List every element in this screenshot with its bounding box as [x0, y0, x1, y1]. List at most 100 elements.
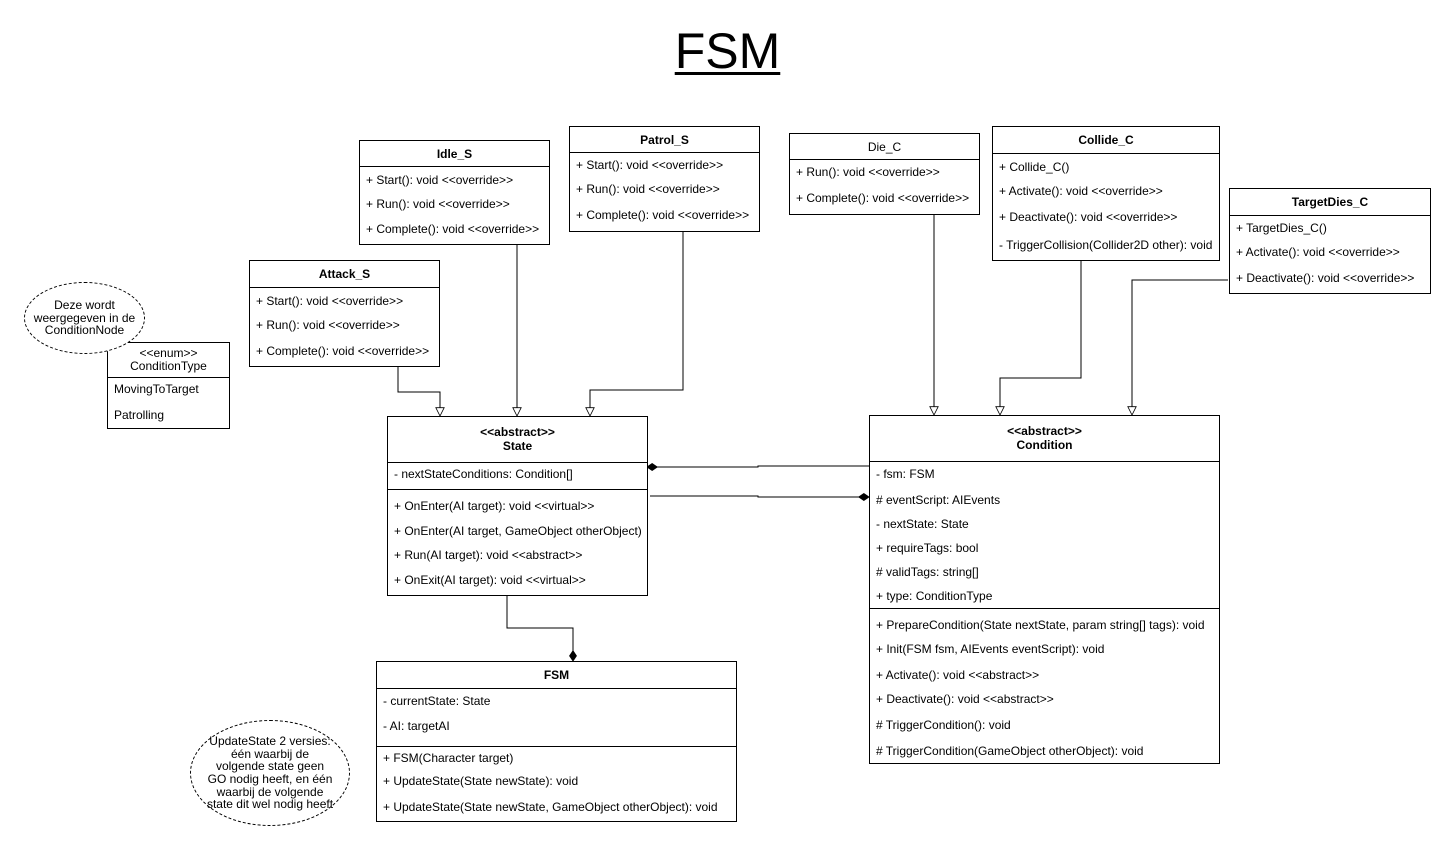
class-name: State [502, 438, 533, 453]
operation: + FSM(Character target) [383, 751, 514, 765]
class-name: Die_C [867, 139, 902, 154]
class-name: FSM [543, 668, 570, 682]
operation: + Complete(): void <<override>> [366, 222, 540, 236]
operation: + Start(): void <<override>> [256, 294, 404, 308]
class-header: <<enum>> ConditionType [108, 343, 229, 378]
operation: + Complete(): void <<override>> [796, 191, 970, 205]
attribute: # validTags: string[] [876, 565, 979, 579]
operation: + Start(): void <<override>> [366, 173, 514, 187]
operation: + Run(): void <<override>> [366, 197, 510, 211]
diagram-title: FSM [674, 23, 781, 79]
operation: # TriggerCondition(): void [876, 718, 1011, 732]
operations-section: + FSM(Character target) + UpdateState(St… [377, 747, 736, 821]
attributes-section: - fsm: FSM # eventScript: AIEvents - nex… [870, 462, 1219, 609]
operation: + Activate(): void <<abstract>> [876, 668, 1040, 682]
class-header: <<abstract>> Condition [870, 416, 1219, 462]
operations-section: + Run(): void <<override>> + Complete():… [790, 160, 979, 214]
class-header: FSM [377, 662, 736, 689]
operation: + Deactivate(): void <<abstract>> [876, 692, 1054, 706]
class-name: Attack_S [318, 267, 371, 281]
operation: + OnEnter(AI target, GameObject otherObj… [394, 524, 642, 538]
operation: + PrepareCondition(State nextState, para… [876, 618, 1205, 632]
operations-section: + Start(): void <<override>> + Run(): vo… [360, 167, 549, 245]
generalization-patrol-state [590, 232, 684, 416]
class-patrol-s: Patrol_S + Start(): void <<override>> + … [569, 126, 760, 232]
composition-condition-to-state [646, 463, 869, 471]
class-name: Idle_S [436, 146, 473, 161]
operation: + Activate(): void <<override>> [999, 184, 1163, 198]
class-state: <<abstract>> State - nextStateConditions… [387, 416, 648, 596]
generalization-attack-state [397, 367, 440, 416]
operation: + Deactivate(): void <<override>> [1236, 271, 1415, 285]
operation: + UpdateState(State newState, GameObject… [383, 800, 718, 814]
class-stereotype: <<enum>> [139, 345, 198, 360]
operation: + Run(AI target): void <<abstract>> [394, 548, 583, 562]
operations-section: + PrepareCondition(State nextState, para… [870, 609, 1219, 763]
generalization-targetdies-condition [1132, 279, 1228, 415]
note-enum-condition-node: Deze wordt weergegeven in de ConditionNo… [24, 282, 145, 354]
operation: + OnExit(AI target): void <<virtual>> [394, 573, 586, 587]
generalization-collide-condition [1000, 261, 1082, 415]
attribute: # eventScript: AIEvents [876, 493, 1001, 507]
composition-state-to-condition [650, 493, 870, 501]
enum-value: Patrolling [114, 408, 165, 422]
class-header: Patrol_S [570, 127, 759, 153]
attribute: + type: ConditionType [876, 589, 993, 603]
operation: - TriggerCollision(Collider2D other): vo… [999, 238, 1213, 252]
class-name: Patrol_S [640, 132, 689, 147]
note-text: Deze wordt weergegeven in de ConditionNo… [33, 298, 136, 338]
composition-state-to-fsm [506, 596, 577, 662]
operation: + Start(): void <<override>> [576, 158, 724, 172]
enum-value: MovingToTarget [114, 382, 199, 396]
operation: + Deactivate(): void <<override>> [999, 210, 1178, 224]
class-idle-s: Idle_S + Start(): void <<override>> + Ru… [359, 140, 550, 245]
class-name: ConditionType [130, 359, 207, 373]
class-header: Idle_S [360, 141, 549, 167]
operation: + OnEnter(AI target): void <<virtual>> [394, 499, 595, 513]
class-header: TargetDies_C [1230, 189, 1430, 216]
operation: + Collide_C() [999, 160, 1070, 174]
operations-section: + Start(): void <<override>> + Run(): vo… [570, 153, 759, 231]
class-header: Collide_C [993, 127, 1219, 154]
enum-condition-type: <<enum>> ConditionType MovingToTarget Pa… [107, 342, 230, 429]
operation: + Run(): void <<override>> [796, 165, 940, 179]
class-name: Collide_C [1078, 133, 1134, 147]
attribute: - currentState: State [383, 694, 491, 708]
attribute: - nextState: State [876, 517, 969, 531]
operation: + Run(): void <<override>> [256, 318, 400, 332]
class-header: Attack_S [250, 261, 439, 288]
enum-values-section: MovingToTarget Patrolling [108, 378, 229, 428]
attribute: + requireTags: bool [876, 541, 979, 555]
operations-section: + TargetDies_C() + Activate(): void <<ov… [1230, 216, 1430, 293]
class-name: TargetDies_C [1291, 195, 1369, 209]
class-header: Die_C [790, 134, 979, 160]
note-text: UpdateState 2 versies: één waarbij de vo… [206, 734, 334, 812]
operation: # TriggerCondition(GameObject otherObjec… [876, 744, 1144, 758]
class-stereotype: <<abstract>> [1007, 423, 1082, 438]
class-stereotype: <<abstract>> [480, 424, 555, 439]
operations-section: + Start(): void <<override>> + Run(): vo… [250, 288, 439, 366]
attributes-section: - currentState: State - AI: targetAI [377, 689, 736, 747]
class-condition: <<abstract>> Condition - fsm: FSM # even… [869, 415, 1220, 764]
class-fsm: FSM - currentState: State - AI: targetAI… [376, 661, 737, 822]
class-attack-s: Attack_S + Start(): void <<override>> + … [249, 260, 440, 367]
class-die-c: Die_C + Run(): void <<override>> + Compl… [789, 133, 980, 215]
operation: + Init(FSM fsm, AIEvents eventScript): v… [876, 642, 1105, 656]
attribute: - AI: targetAI [383, 719, 450, 733]
operations-section: + OnEnter(AI target): void <<virtual>> +… [388, 490, 647, 595]
class-targetdies-c: TargetDies_C + TargetDies_C() + Activate… [1229, 188, 1431, 294]
class-header: <<abstract>> State [388, 417, 647, 463]
operation: + TargetDies_C() [1236, 221, 1327, 235]
operation: + Complete(): void <<override>> [256, 344, 430, 358]
note-update-state: UpdateState 2 versies: één waarbij de vo… [190, 720, 350, 826]
operation: + Run(): void <<override>> [576, 182, 720, 196]
operation: + Complete(): void <<override>> [576, 208, 750, 222]
operation: + Activate(): void <<override>> [1236, 245, 1400, 259]
operations-section: + Collide_C() + Activate(): void <<overr… [993, 154, 1219, 260]
class-collide-c: Collide_C + Collide_C() + Activate(): vo… [992, 126, 1220, 261]
attribute: - nextStateConditions: Condition[] [394, 467, 573, 481]
class-name: Condition [1016, 437, 1073, 452]
attributes-section: - nextStateConditions: Condition[] [388, 463, 647, 490]
